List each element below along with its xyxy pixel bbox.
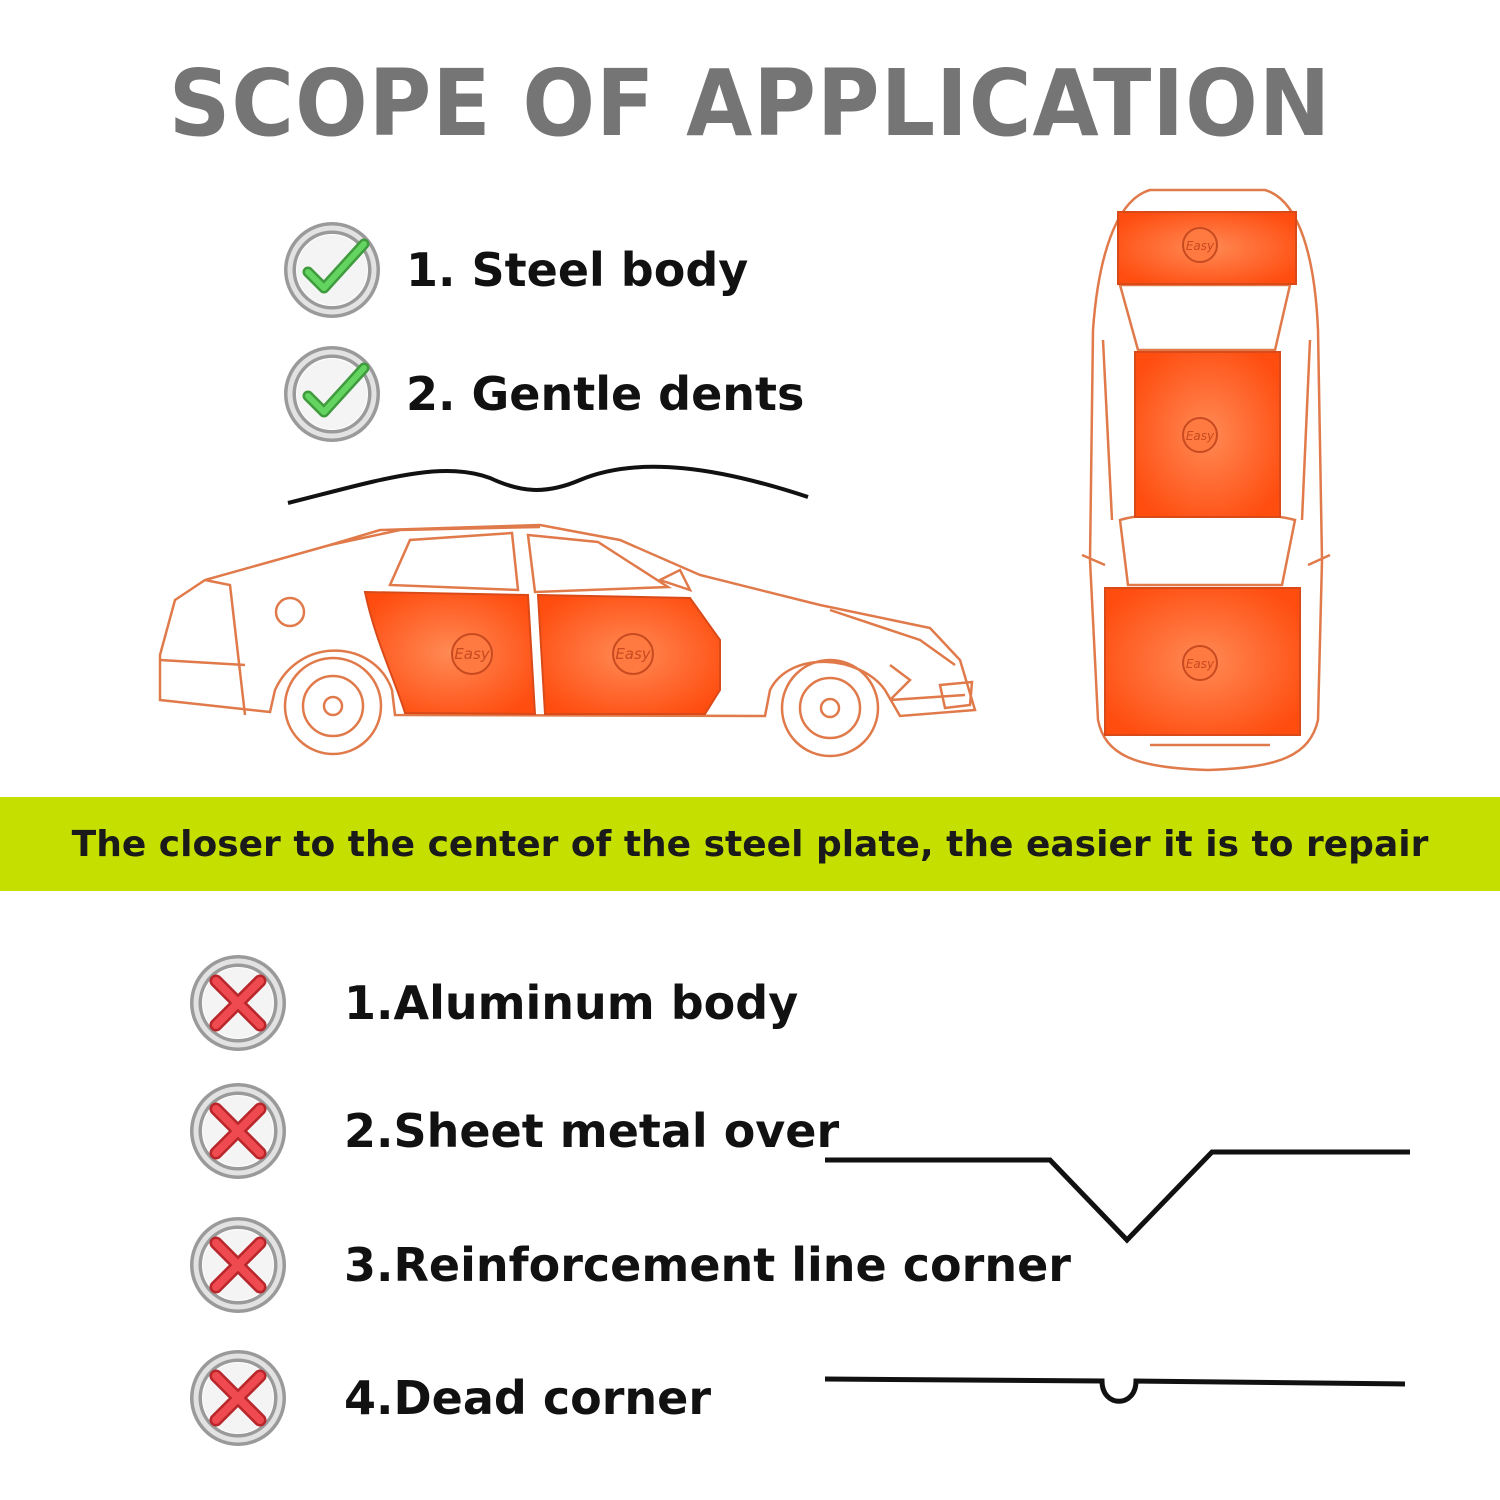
unsuitable-item-label: 2.Sheet metal over bbox=[344, 1104, 840, 1158]
easy-badge-front: Easy bbox=[612, 633, 654, 675]
check-icon bbox=[284, 222, 380, 318]
easy-badge-rear: Easy bbox=[451, 633, 493, 675]
suitable-item-gentle-dents: 2. Gentle dents bbox=[284, 346, 804, 442]
svg-text:Easy: Easy bbox=[615, 645, 651, 663]
sheet-metal-crease-line bbox=[825, 1149, 1410, 1244]
banner-text: The closer to the center of the steel pl… bbox=[71, 823, 1429, 865]
unsuitable-item-label: 4.Dead corner bbox=[344, 1371, 712, 1425]
svg-text:Easy: Easy bbox=[1186, 239, 1215, 253]
cross-icon bbox=[190, 1350, 286, 1446]
unsuitable-item-reinforcement-line-corner: 3.Reinforcement line corner bbox=[190, 1217, 1071, 1313]
check-icon bbox=[284, 346, 380, 442]
rear-door-panel bbox=[363, 590, 537, 716]
suitable-item-label: 2. Gentle dents bbox=[406, 367, 805, 421]
easy-badge-trunk: Easy bbox=[1182, 227, 1218, 263]
cross-icon bbox=[190, 1217, 286, 1313]
svg-text:Easy: Easy bbox=[454, 645, 490, 663]
easy-badge-hood: Easy bbox=[1182, 645, 1218, 681]
dead-corner-line bbox=[824, 1376, 1406, 1404]
top-view-car-illustration bbox=[1081, 188, 1331, 772]
page-title: SCOPE OF APPLICATION bbox=[168, 50, 1332, 157]
unsuitable-item-dead-corner: 4.Dead corner bbox=[190, 1350, 711, 1446]
side-view-car-illustration bbox=[158, 523, 977, 758]
cross-icon bbox=[190, 1083, 286, 1179]
unsuitable-item-label: 1.Aluminum body bbox=[344, 976, 799, 1030]
svg-text:Easy: Easy bbox=[1186, 657, 1215, 671]
suitable-item-steel-body: 1. Steel body bbox=[284, 222, 748, 318]
suitable-item-label: 1. Steel body bbox=[406, 243, 749, 297]
unsuitable-item-aluminum-body: 1.Aluminum body bbox=[190, 955, 798, 1051]
tip-banner: The closer to the center of the steel pl… bbox=[0, 797, 1500, 891]
easy-badge-roof: Easy bbox=[1182, 417, 1218, 453]
svg-text:Easy: Easy bbox=[1186, 429, 1215, 443]
cross-icon bbox=[190, 955, 286, 1051]
gentle-dent-line bbox=[287, 464, 809, 505]
unsuitable-item-label: 3.Reinforcement line corner bbox=[344, 1238, 1071, 1292]
unsuitable-item-sheet-metal-over: 2.Sheet metal over bbox=[190, 1083, 839, 1179]
